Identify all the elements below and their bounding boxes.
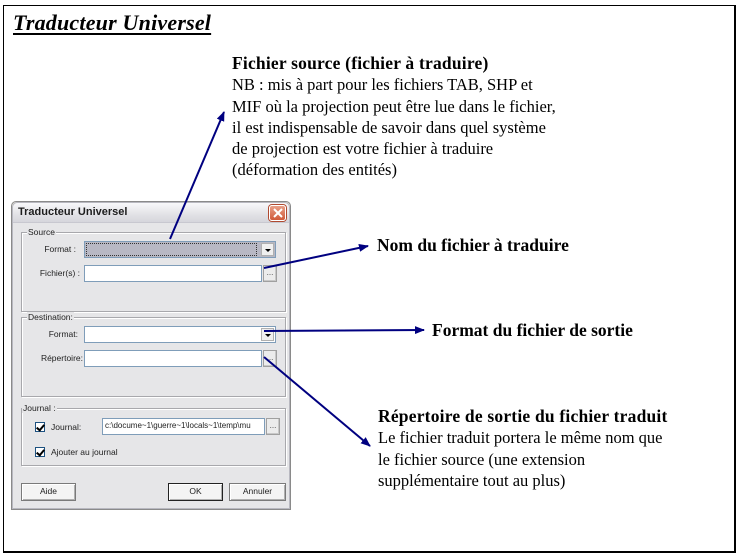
page-frame bbox=[3, 5, 736, 553]
annotation-source-line: il est indispensable de savoir dans quel… bbox=[232, 117, 546, 137]
source-group-label: Source bbox=[27, 227, 56, 237]
destination-format-dropdown[interactable] bbox=[84, 326, 276, 343]
translator-dialog: Traducteur Universel Source Format : Fic… bbox=[11, 201, 291, 510]
journal-path-value: c:\docume~1\guerre~1\locals~1\temp\mu bbox=[105, 421, 251, 430]
close-icon bbox=[273, 208, 283, 218]
journal-browse-button[interactable]: ... bbox=[266, 418, 280, 435]
journal-path-input[interactable]: c:\docume~1\guerre~1\locals~1\temp\mu bbox=[102, 418, 265, 435]
annotation-source-line: MIF où la projection peut être lue dans … bbox=[232, 96, 556, 116]
page-title: Traducteur Universel bbox=[13, 10, 212, 35]
destination-directory-input[interactable] bbox=[84, 350, 262, 367]
annotation-output-directory-line: le fichier source (une extension bbox=[378, 449, 586, 469]
journal-checkbox-label: Journal: bbox=[51, 422, 82, 432]
dialog-body: Traducteur Universel Source Format : Fic… bbox=[12, 202, 290, 509]
chevron-down-icon[interactable] bbox=[261, 243, 274, 256]
annotation-output-directory-heading: Répertoire de sortie du fichier traduit bbox=[378, 406, 668, 426]
ok-button[interactable]: OK bbox=[168, 483, 223, 501]
journal-checkbox[interactable] bbox=[35, 422, 45, 432]
source-browse-button[interactable]: ... bbox=[263, 265, 277, 282]
append-journal-checkbox[interactable] bbox=[35, 447, 45, 457]
annotation-source-line: de projection est votre fichier à tradui… bbox=[232, 139, 494, 159]
dialog-title: Traducteur Universel bbox=[18, 206, 128, 218]
append-journal-label: Ajouter au journal bbox=[51, 447, 118, 457]
source-files-input[interactable] bbox=[84, 265, 262, 282]
source-files-label: Fichier(s) : bbox=[39, 268, 80, 278]
annotation-source-heading: Fichier source (fichier à traduire) bbox=[232, 53, 489, 73]
source-format-label: Format : bbox=[44, 244, 76, 254]
close-button[interactable] bbox=[269, 205, 286, 221]
annotation-output-directory-line: supplémentaire tout au plus) bbox=[378, 470, 566, 490]
destination-group-label: Destination: bbox=[27, 312, 74, 322]
journal-group: Journal : Journal: c:\docume~1\guerre~1\… bbox=[21, 403, 286, 466]
chevron-down-icon[interactable] bbox=[261, 328, 274, 341]
destination-group: Destination: Format: Répertoire: ... bbox=[21, 312, 286, 397]
help-button[interactable]: Aide bbox=[21, 483, 76, 501]
source-format-dropdown[interactable] bbox=[84, 241, 276, 258]
source-group: Source Format : Fichier(s) : ... bbox=[21, 227, 286, 312]
destination-directory-label: Répertoire: bbox=[40, 353, 83, 363]
dialog-titlebar[interactable]: Traducteur Universel bbox=[13, 203, 289, 223]
journal-group-label: Journal : bbox=[22, 403, 57, 413]
annotation-output-directory: Répertoire de sortie du fichier traduit … bbox=[378, 406, 668, 491]
destination-browse-button[interactable]: ... bbox=[263, 350, 277, 367]
destination-format-label: Format: bbox=[48, 329, 78, 339]
cancel-button[interactable]: Annuler bbox=[229, 483, 286, 501]
annotation-output-directory-line: Le fichier traduit portera le même nom q… bbox=[378, 428, 663, 448]
annotation-file-name: Nom du fichier à traduire bbox=[377, 235, 569, 255]
annotation-source-line: NB : mis à part pour les fichiers TAB, S… bbox=[232, 75, 533, 95]
annotation-output-format: Format du fichier de sortie bbox=[432, 320, 633, 340]
annotation-source-line: (déformation des entités) bbox=[232, 160, 397, 180]
annotation-source-file: Fichier source (fichier à traduire) NB :… bbox=[232, 53, 556, 181]
